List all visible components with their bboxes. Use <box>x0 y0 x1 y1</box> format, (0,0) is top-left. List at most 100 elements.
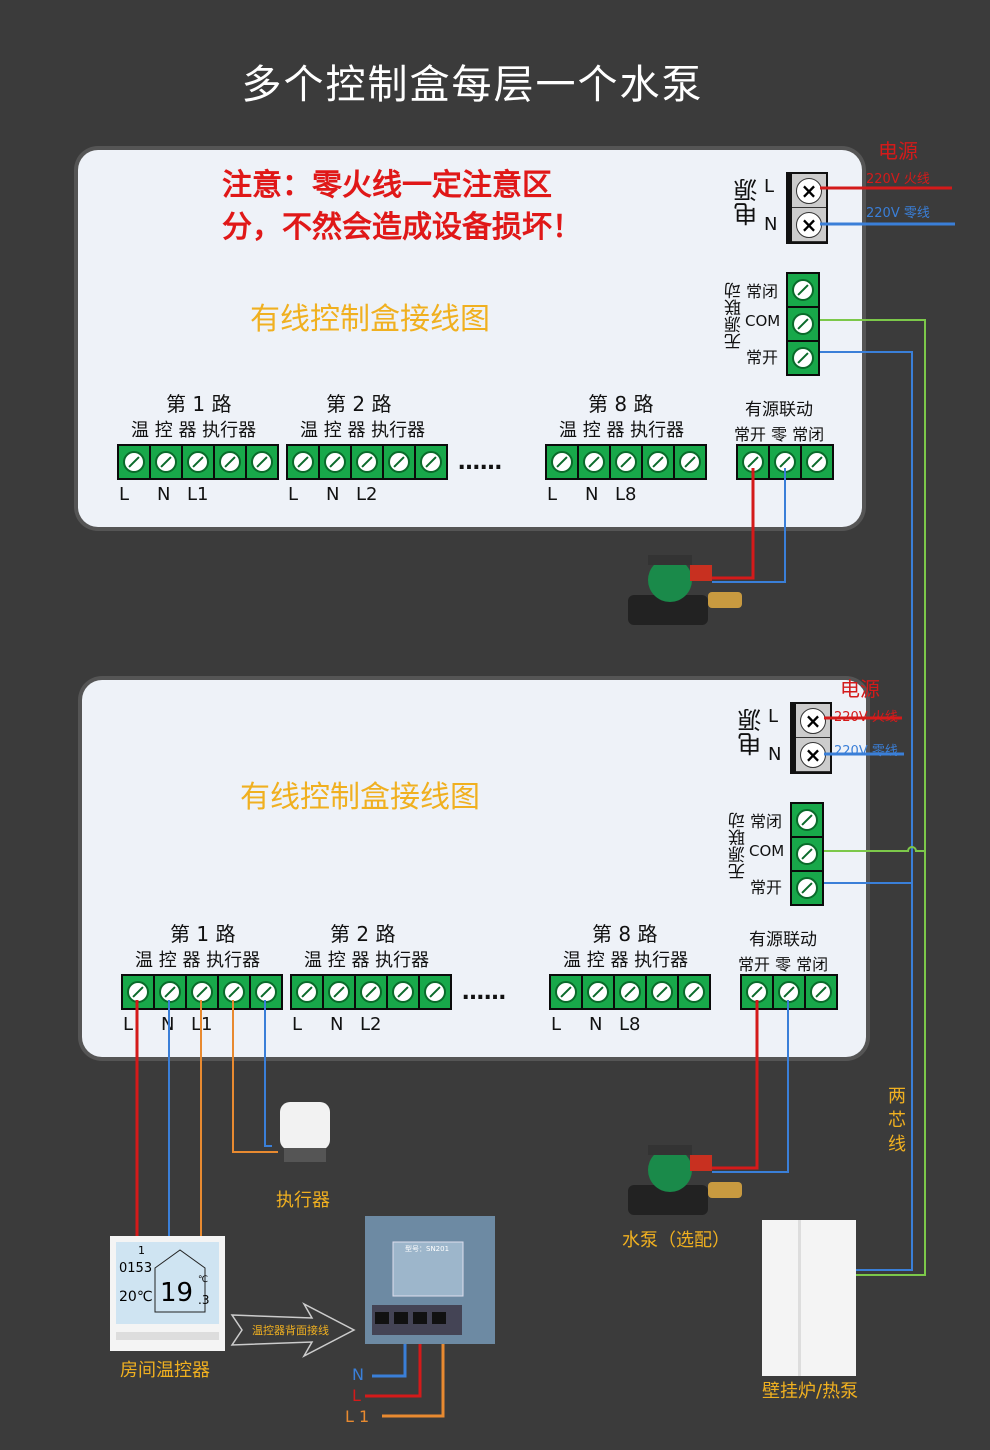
screw-icon <box>792 347 814 369</box>
channel-terminal-block <box>290 974 452 1010</box>
channel-bottom-label: N <box>161 1014 175 1035</box>
terminal[interactable] <box>792 804 822 836</box>
channel-terminal-block <box>545 444 707 480</box>
power-top-label: 电源 <box>878 139 918 163</box>
terminal[interactable] <box>647 976 677 1008</box>
terminal[interactable] <box>551 976 581 1008</box>
power-terminal: ×× <box>790 702 832 774</box>
thermostat-image <box>110 1236 225 1351</box>
terminal[interactable] <box>806 976 836 1008</box>
terminal[interactable] <box>788 274 818 306</box>
terminal[interactable] <box>183 446 213 478</box>
com-wire-2 <box>824 846 925 852</box>
terminal[interactable] <box>679 976 709 1008</box>
screw-icon <box>219 451 241 473</box>
power-terminal-N[interactable]: × <box>792 208 826 242</box>
channel-bottom-label: L1 <box>187 484 209 505</box>
thermo-decimal: .3 <box>198 1293 210 1307</box>
terminal[interactable] <box>802 446 832 478</box>
power-terminal-L[interactable]: × <box>792 174 826 208</box>
back-L <box>365 1330 422 1398</box>
terminal[interactable] <box>547 446 577 478</box>
terminal[interactable] <box>788 342 818 374</box>
terminal[interactable] <box>247 446 277 478</box>
channel-terminal-block <box>549 974 711 1010</box>
terminal[interactable] <box>356 976 386 1008</box>
terminal[interactable] <box>384 446 414 478</box>
model-label: 型号：SN201 <box>405 1245 450 1253</box>
terminal[interactable] <box>738 446 768 478</box>
warning-line-2: 分，不然会造成设备损坏！ <box>222 210 582 245</box>
terminal[interactable] <box>416 446 446 478</box>
page-title: 多个控制盒每层一个水泵 <box>241 62 704 108</box>
channel-name: 第 2 路 <box>326 392 392 416</box>
channel-bottom-label: N <box>589 1014 603 1035</box>
passive-no: 常开 <box>746 348 779 367</box>
channel-terminal-block <box>121 974 283 1010</box>
terminal[interactable] <box>792 872 822 904</box>
channel-sub: 温 控 器 执行器 <box>135 950 261 971</box>
channel-name: 第 1 路 <box>166 392 232 416</box>
terminal[interactable] <box>251 976 281 1008</box>
channel-bottom-label: L <box>123 1014 134 1035</box>
channel-bottom-label: L2 <box>356 484 378 505</box>
channel-sub: 温 控 器 执行器 <box>559 420 685 441</box>
terminal[interactable] <box>615 976 645 1008</box>
power-N-label: N <box>768 744 782 765</box>
terminal[interactable] <box>215 446 245 478</box>
terminal[interactable] <box>352 446 382 478</box>
back-N-label: N <box>352 1365 364 1384</box>
screw-icon <box>647 451 669 473</box>
terminal[interactable] <box>288 446 318 478</box>
screw-icon <box>587 981 609 1003</box>
x-screw-icon: × <box>796 177 822 204</box>
pump-image-2 <box>628 1145 742 1215</box>
channel-bottom-label: L <box>292 1014 303 1035</box>
terminal[interactable] <box>388 976 418 1008</box>
terminal[interactable] <box>292 976 322 1008</box>
terminal[interactable] <box>788 308 818 340</box>
thermo-day: 1 <box>138 1244 145 1257</box>
terminal[interactable] <box>320 446 350 478</box>
terminal[interactable] <box>579 446 609 478</box>
screw-icon <box>388 451 410 473</box>
channel-sub: 温 控 器 执行器 <box>300 420 426 441</box>
boiler-label: 壁挂炉/热泵 <box>762 1381 859 1402</box>
screw-icon <box>424 981 446 1003</box>
channel-name: 第 8 路 <box>588 392 654 416</box>
terminal[interactable] <box>583 976 613 1008</box>
channel-bottom-label: L <box>119 484 130 505</box>
x-screw-icon: × <box>800 707 826 734</box>
pump1-live <box>705 468 755 580</box>
terminal[interactable] <box>119 446 149 478</box>
terminal[interactable] <box>151 446 181 478</box>
terminal[interactable] <box>324 976 354 1008</box>
screw-icon <box>392 981 414 1003</box>
channel-bottom-label: L2 <box>360 1014 382 1035</box>
screw-icon <box>420 451 442 473</box>
active-terms: 常开 零 常闭 <box>738 955 829 974</box>
terminal[interactable] <box>675 446 705 478</box>
screw-icon <box>792 313 814 335</box>
boiler-image <box>762 1220 856 1376</box>
back-N <box>372 1330 407 1378</box>
terminal[interactable] <box>420 976 450 1008</box>
terminal[interactable] <box>611 446 641 478</box>
screw-icon <box>328 981 350 1003</box>
screw-icon <box>324 451 346 473</box>
channel-bottom-label: N <box>157 484 171 505</box>
power-terminal-N[interactable]: × <box>796 738 830 772</box>
active-label: 有源联动 <box>749 930 817 950</box>
screw-icon <box>187 451 209 473</box>
terminal[interactable] <box>643 446 673 478</box>
terminal[interactable] <box>792 838 822 870</box>
screw-icon <box>583 451 605 473</box>
power-L-label: L <box>764 176 775 197</box>
screw-icon <box>360 981 382 1003</box>
neutral-label: 220V 零线 <box>866 206 930 221</box>
power-terminal-L[interactable]: × <box>796 704 830 738</box>
screw-icon <box>251 451 273 473</box>
actuator-1 <box>232 1000 278 1153</box>
thermostat-label: 房间温控器 <box>120 1360 210 1381</box>
